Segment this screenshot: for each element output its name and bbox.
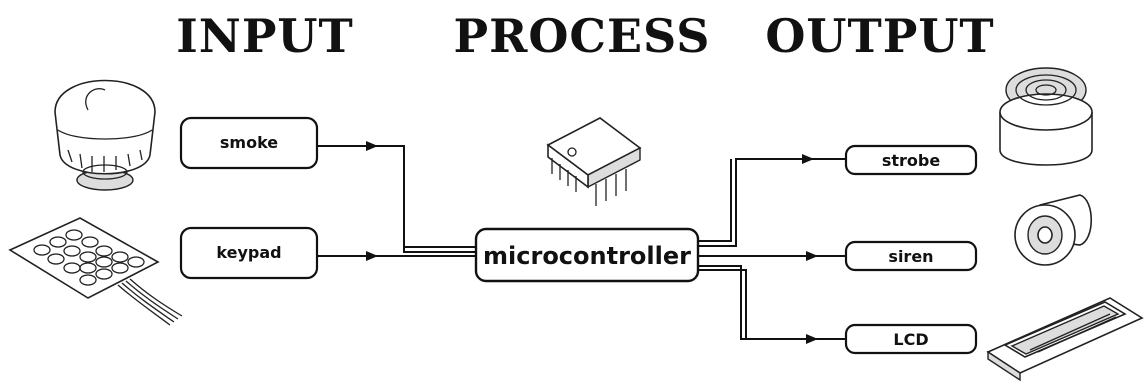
ic-chip-icon: [546, 117, 642, 206]
arrowhead-siren: [806, 251, 818, 261]
output-box-strobe: strobe: [844, 144, 978, 176]
output-label-strobe: strobe: [882, 151, 941, 170]
siren-horn-icon: [1014, 194, 1092, 266]
process-heading: PROCESS: [454, 9, 711, 63]
input-box-keypad: keypad: [179, 226, 319, 280]
output-box-siren: siren: [844, 240, 978, 272]
smoke-detector-icon: [54, 79, 156, 191]
keypad-icon: [8, 217, 183, 326]
connection-wires: [318, 145, 846, 340]
arrowhead-strobe: [802, 154, 814, 164]
input-label-smoke: smoke: [220, 133, 278, 152]
output-label-lcd: LCD: [893, 330, 928, 349]
lcd-display-icon: [986, 297, 1144, 382]
arrowhead-keypad: [366, 251, 378, 261]
output-box-lcd: LCD: [844, 323, 978, 355]
output-heading: OUTPUT: [765, 9, 994, 63]
input-heading: INPUT: [176, 9, 354, 63]
arrowhead-smoke: [366, 141, 378, 151]
output-label-siren: siren: [888, 247, 933, 266]
wire-lcd: [698, 265, 846, 340]
input-box-smoke: smoke: [179, 116, 319, 170]
process-box-microcontroller: microcontroller: [474, 227, 700, 283]
strobe-light-icon: [999, 67, 1093, 166]
wire-smoke: [318, 145, 476, 248]
wire-strobe: [698, 158, 846, 247]
process-label: microcontroller: [483, 242, 691, 270]
arrowhead-lcd: [806, 334, 818, 344]
input-label-keypad: keypad: [216, 243, 281, 262]
